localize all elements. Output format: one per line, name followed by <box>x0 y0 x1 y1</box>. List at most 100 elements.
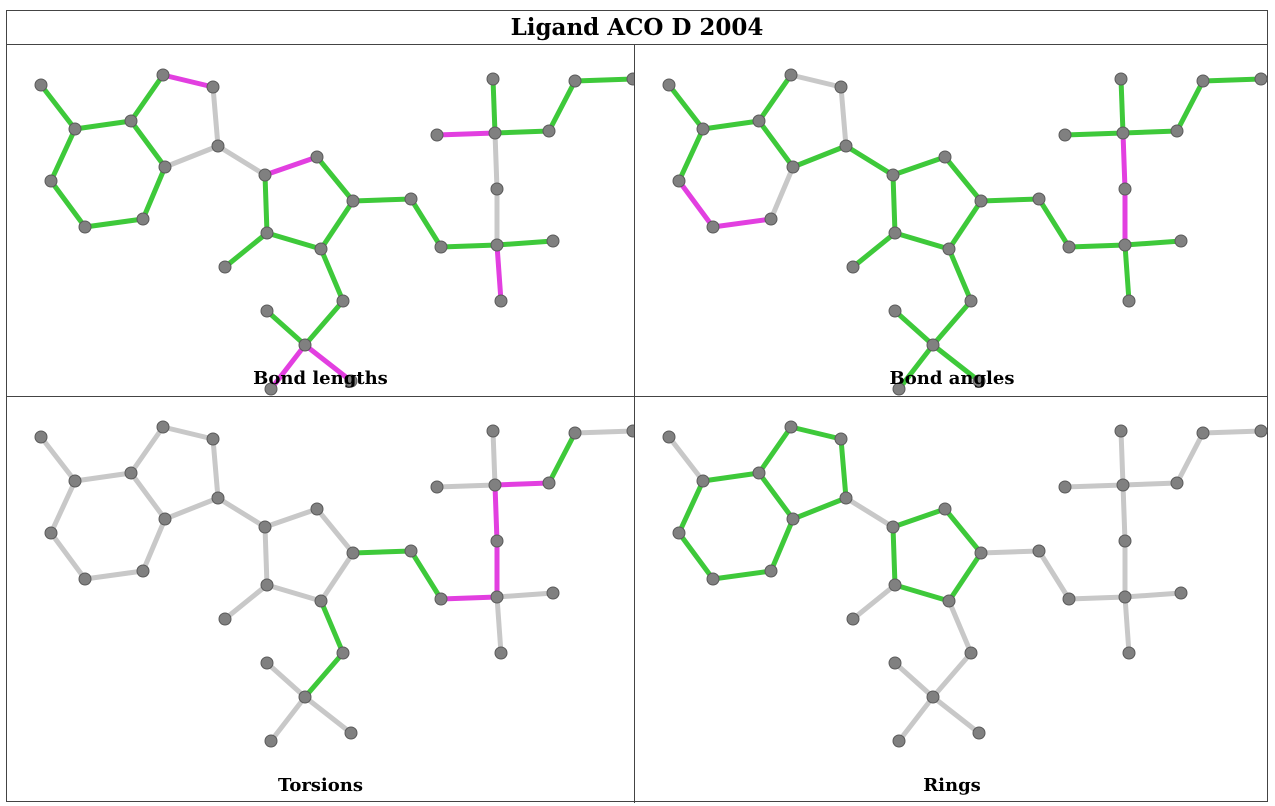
bond-5-6 <box>790 143 849 170</box>
atom-22 <box>1062 240 1076 254</box>
atom-10 <box>886 520 900 534</box>
bond-14-15 <box>850 230 898 270</box>
atom-29 <box>542 124 556 138</box>
atom-23 <box>490 590 504 604</box>
atom-12 <box>974 194 988 208</box>
atom-13 <box>314 242 328 256</box>
atom-9 <box>764 212 778 226</box>
atom-2 <box>124 466 138 480</box>
atom-16 <box>964 294 978 308</box>
atom-28 <box>488 126 502 140</box>
bond-30-31 <box>1200 428 1264 436</box>
bond-9-6 <box>768 516 796 574</box>
bond-27-28 <box>434 130 498 138</box>
bond-2-3 <box>128 424 166 476</box>
bond-1-7 <box>676 126 706 184</box>
bond-22-23 <box>438 242 500 250</box>
atom-5 <box>839 491 853 505</box>
bond-12-21 <box>350 196 414 204</box>
bond-1-7 <box>48 126 78 184</box>
atom-29 <box>542 476 556 490</box>
atom-10 <box>886 168 900 182</box>
bond-5-10 <box>215 495 268 530</box>
atom-28 <box>1116 126 1130 140</box>
atom-3 <box>784 68 798 82</box>
bond-6-2 <box>756 470 796 522</box>
atom-7 <box>44 174 58 188</box>
bond-11-12 <box>314 506 356 556</box>
atom-5 <box>839 139 853 153</box>
bond-17-18 <box>892 660 936 700</box>
bond-13-16 <box>318 598 346 656</box>
atom-19 <box>892 734 906 748</box>
bond-30-31 <box>572 428 634 436</box>
bond-13-16 <box>318 246 346 304</box>
atom-6 <box>786 160 800 174</box>
bond-12-13 <box>318 198 356 252</box>
bond-12-21 <box>350 548 414 556</box>
bond-17-19 <box>268 694 308 744</box>
bond-17-20 <box>302 694 354 736</box>
atom-27 <box>430 480 444 494</box>
atom-12 <box>974 546 988 560</box>
bond-28-29 <box>1120 128 1180 136</box>
atom-11 <box>938 502 952 516</box>
bond-13-14 <box>892 582 952 604</box>
atom-17 <box>298 338 312 352</box>
atom-20 <box>344 374 358 388</box>
bond-0-1 <box>666 82 706 132</box>
bond-26-28 <box>492 130 500 192</box>
atom-23 <box>1118 238 1132 252</box>
bond-17-20 <box>302 342 354 384</box>
bond-28-32 <box>1118 428 1126 488</box>
bond-4-5 <box>838 84 849 149</box>
atom-18 <box>888 304 902 318</box>
bond-2-3 <box>128 72 166 124</box>
atom-14 <box>888 578 902 592</box>
column-divider <box>634 45 635 803</box>
bond-5-6 <box>790 495 849 522</box>
table-title: Ligand ACO D 2004 <box>7 11 1267 45</box>
atom-16 <box>964 646 978 660</box>
bond-14-10 <box>262 172 270 236</box>
bond-28-32 <box>490 428 498 488</box>
molecule-bond-lengths <box>34 68 634 396</box>
bond-9-6 <box>140 164 168 222</box>
bond-12-13 <box>946 550 984 604</box>
bond-13-14 <box>264 582 324 604</box>
bond-3-4 <box>788 424 844 442</box>
atom-21 <box>404 544 418 558</box>
bond-12-21 <box>978 196 1042 204</box>
bond-23-24 <box>1122 238 1184 248</box>
bond-2-3 <box>756 72 794 124</box>
atom-7 <box>672 174 686 188</box>
atom-19 <box>264 382 278 396</box>
atom-3 <box>784 420 798 434</box>
bond-7-8 <box>676 530 716 582</box>
atom-14 <box>888 226 902 240</box>
bond-16-17 <box>930 298 974 348</box>
atom-21 <box>404 192 418 206</box>
bond-4-5 <box>210 436 221 501</box>
atom-1 <box>68 474 82 488</box>
atom-13 <box>942 594 956 608</box>
panel-caption-bond-lengths: Bond lengths <box>253 368 388 389</box>
atom-31 <box>626 424 634 438</box>
atom-13 <box>314 594 328 608</box>
atom-27 <box>1058 128 1072 142</box>
atom-3 <box>156 68 170 82</box>
bond-11-12 <box>314 154 356 204</box>
bond-10-11 <box>262 154 320 178</box>
molecule-bond-angles <box>662 68 1268 396</box>
bond-14-15 <box>222 230 270 270</box>
atom-1 <box>696 122 710 136</box>
bond-29-30 <box>1174 430 1206 486</box>
bond-9-6 <box>140 516 168 574</box>
atom-7 <box>44 526 58 540</box>
atom-0 <box>34 430 48 444</box>
results-table: Ligand ACO D 2004 Bond lengths Bond angl… <box>6 10 1268 803</box>
bond-26-28 <box>1120 482 1128 544</box>
atom-24 <box>1174 234 1188 248</box>
atom-26 <box>1118 534 1132 548</box>
bond-5-6 <box>162 143 221 170</box>
